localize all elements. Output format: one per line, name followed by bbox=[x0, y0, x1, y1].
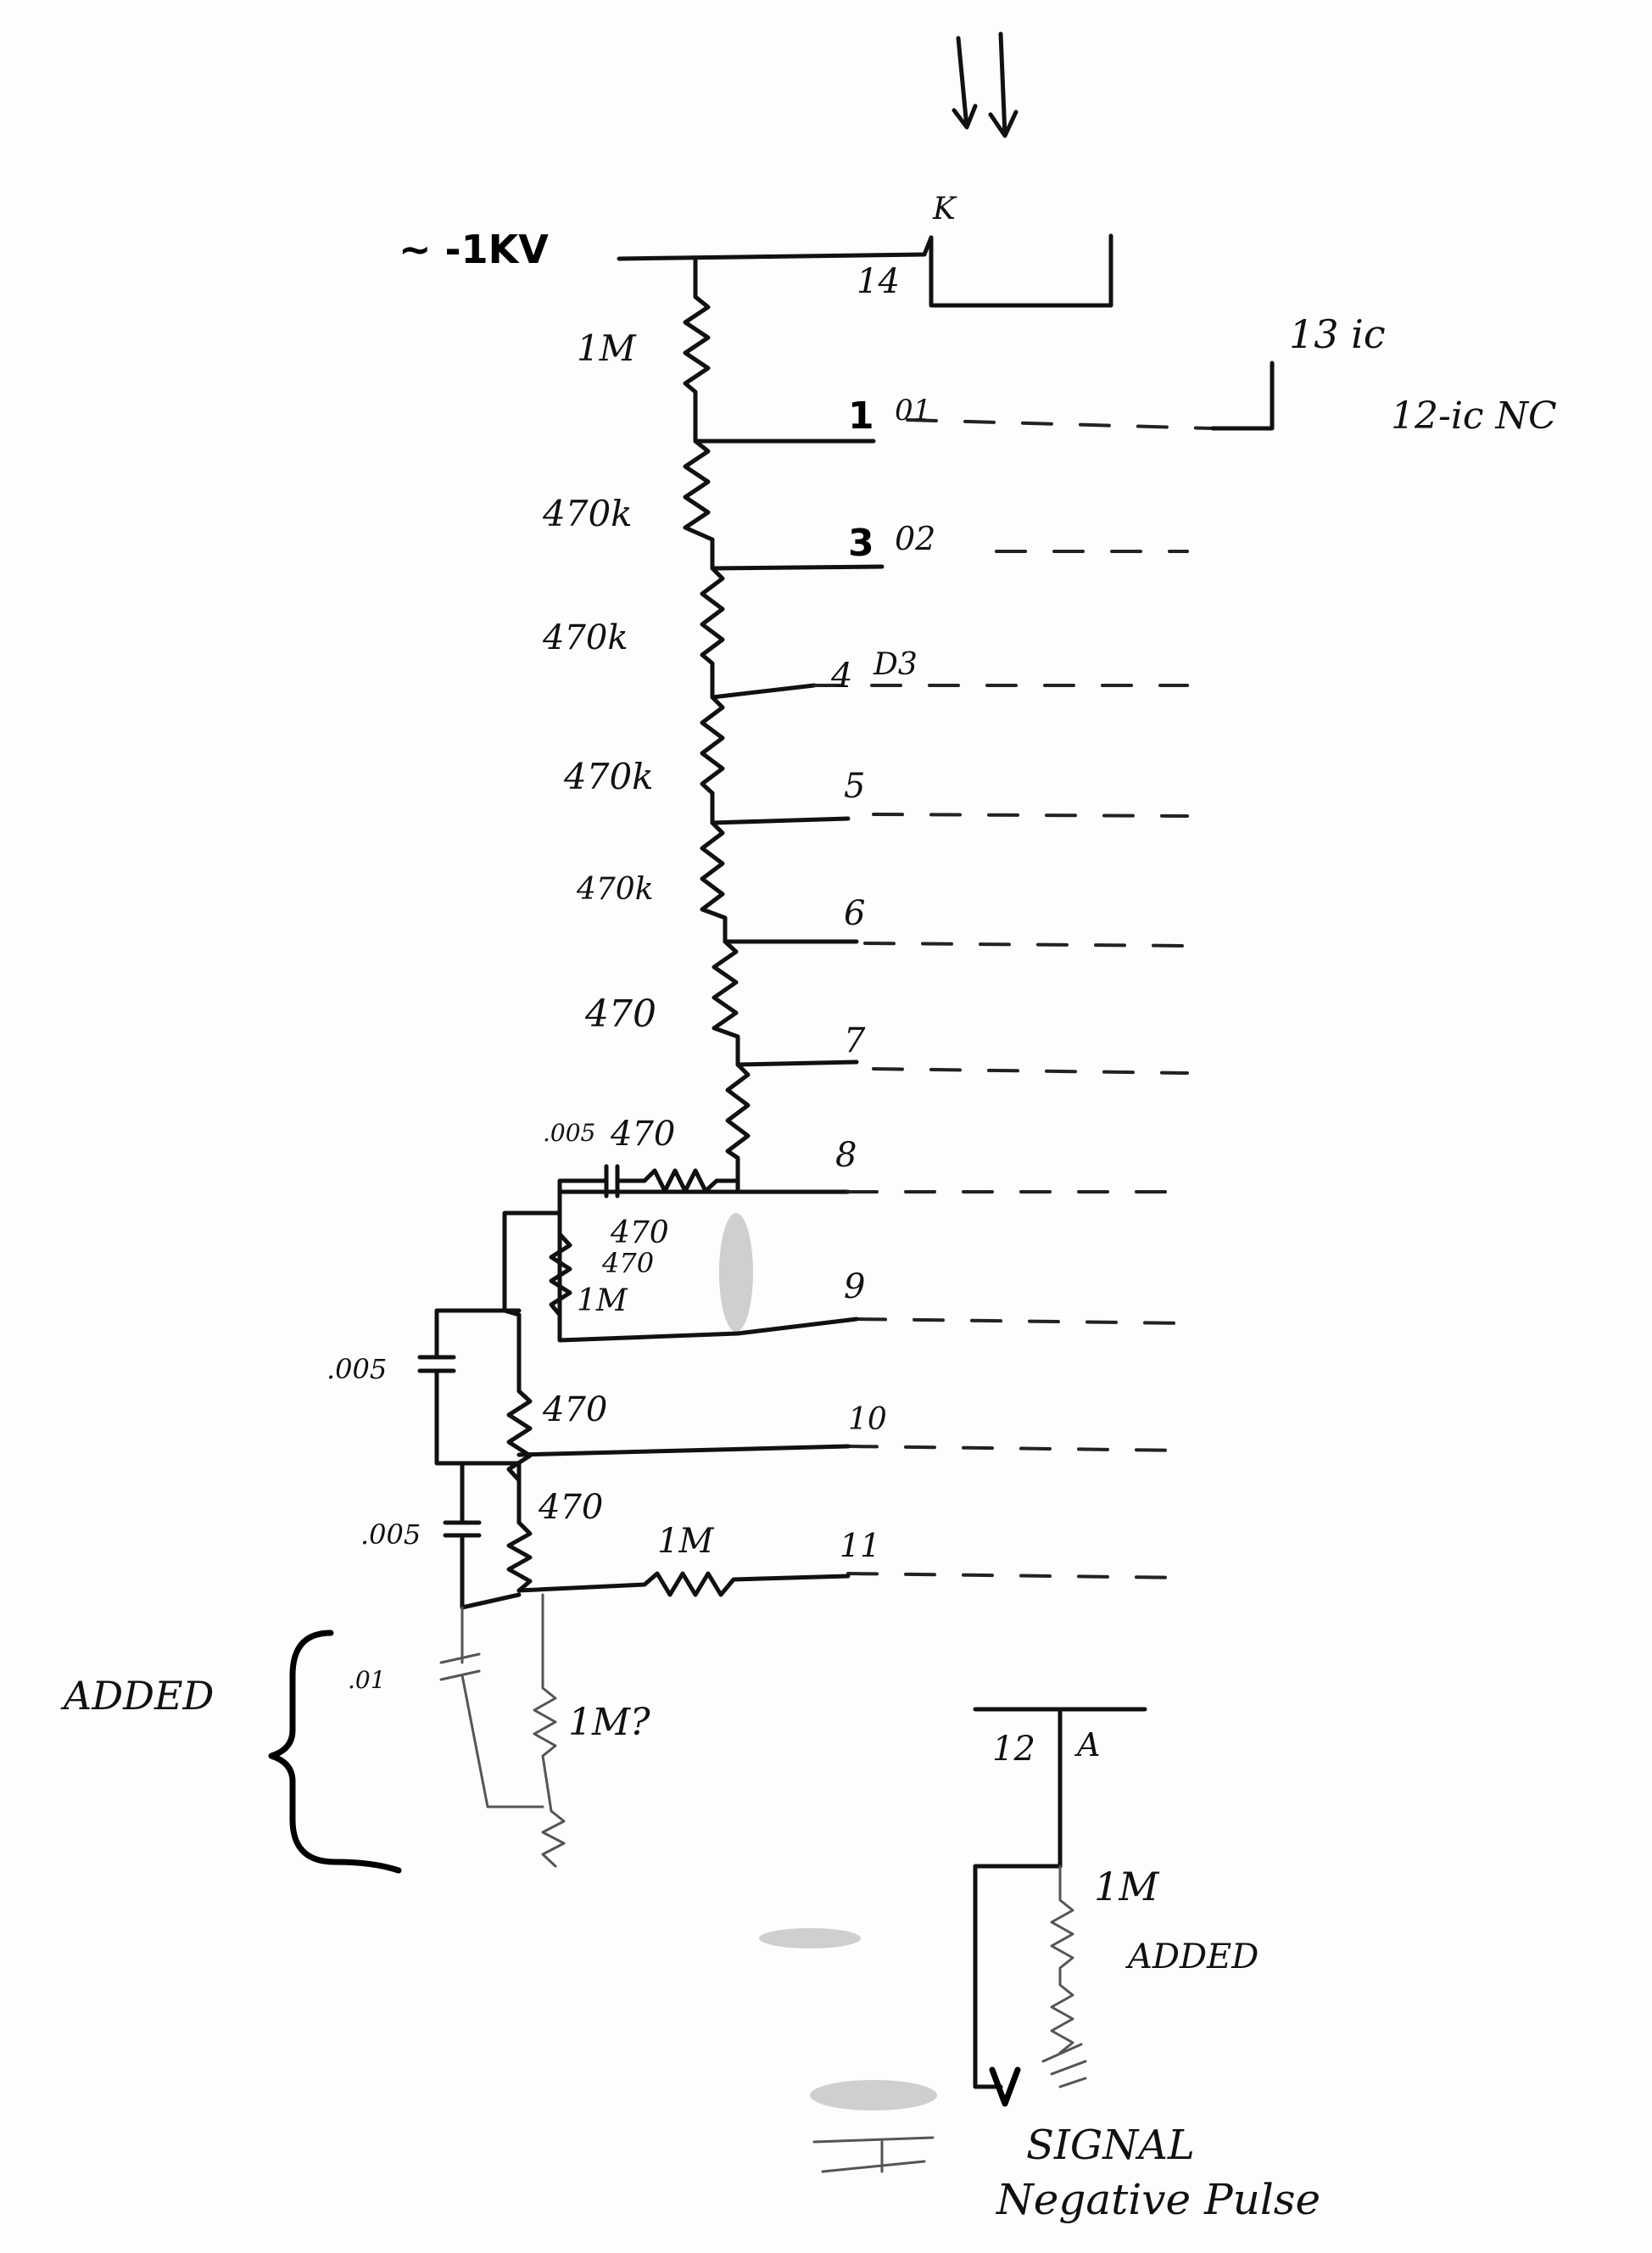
r10-label: 470 bbox=[542, 1390, 607, 1429]
tap-10 bbox=[516, 1444, 851, 1457]
r8-label: 470 bbox=[610, 1216, 669, 1250]
anode-wire bbox=[973, 1707, 1147, 1869]
smudge bbox=[719, 1213, 753, 1332]
resistor-chain bbox=[683, 256, 751, 1194]
tap-8-left bbox=[557, 1189, 740, 1199]
pin-6-num: 6 bbox=[844, 894, 865, 933]
cathode-bracket bbox=[922, 233, 1113, 308]
added-left-label: ADDED bbox=[60, 1673, 214, 1719]
left-bus bbox=[502, 1210, 562, 1317]
r3-label: 470k bbox=[542, 618, 628, 657]
dashed-line bbox=[855, 1317, 1189, 1325]
signal-arrow bbox=[989, 2066, 1021, 2107]
r11-label: 470 bbox=[538, 1488, 603, 1527]
resistor-470-11 bbox=[506, 1461, 533, 1593]
tap-5 bbox=[710, 816, 851, 825]
cap-005-a bbox=[417, 1308, 522, 1466]
added-brace bbox=[268, 1630, 402, 1874]
pin-4-tag: D3 bbox=[873, 647, 918, 682]
tap-4 bbox=[710, 683, 817, 700]
added-right-label: ADDED bbox=[1125, 1937, 1259, 1976]
dashed-line bbox=[846, 1572, 1189, 1579]
pin-8-num: 8 bbox=[835, 1136, 857, 1175]
signal-wire bbox=[973, 1864, 1063, 2089]
anode-mark: A bbox=[1074, 1726, 1100, 1764]
smudge bbox=[759, 1928, 861, 1948]
r2-label: 470k bbox=[542, 493, 633, 534]
pin-1-tag: 01 bbox=[895, 394, 931, 428]
dashed-line bbox=[846, 1445, 1189, 1452]
r6-label: 470 bbox=[584, 992, 656, 1036]
anode-pin: 12 bbox=[992, 1730, 1035, 1769]
resistor-1m-9 bbox=[549, 1232, 572, 1317]
r5-label: 470k bbox=[576, 872, 654, 907]
r4-label: 470k bbox=[563, 756, 654, 797]
light-arrow bbox=[988, 31, 1019, 138]
pin-3-tag: 02 bbox=[895, 520, 935, 557]
r12-label: 1M bbox=[657, 1522, 714, 1561]
r1-label: 1M bbox=[577, 327, 637, 369]
cap-470-parallel bbox=[557, 1164, 740, 1199]
resistor-470-10 bbox=[506, 1312, 533, 1517]
cap-005-b bbox=[443, 1461, 522, 1610]
pin-3-num: 3 bbox=[848, 522, 874, 565]
pin-1-num: 1 bbox=[848, 394, 874, 438]
pin-7-num: 7 bbox=[844, 1021, 866, 1060]
tap-9 bbox=[557, 1189, 859, 1343]
dashed-line bbox=[863, 942, 1189, 948]
r7-label: 470 bbox=[610, 1115, 675, 1154]
r8b-label: 470 bbox=[601, 1247, 654, 1279]
tap-3 bbox=[710, 564, 885, 571]
signal-label: SIGNAL bbox=[1026, 2122, 1195, 2169]
top-mark: K bbox=[932, 192, 957, 226]
ground-symbol bbox=[1041, 2043, 1087, 2088]
light-arrow bbox=[952, 36, 978, 130]
c4-label: .01 bbox=[348, 1666, 386, 1694]
c1-label: .005 bbox=[543, 1119, 595, 1147]
note-13ic: 13 ic bbox=[1289, 311, 1386, 357]
tap-7 bbox=[735, 1059, 859, 1067]
cathode-wire bbox=[617, 252, 927, 261]
anode-resistor-label: 1M bbox=[1094, 1864, 1160, 1909]
dashed-line bbox=[906, 418, 1214, 430]
pin13-bracket bbox=[1210, 361, 1275, 431]
c2-label: .005 bbox=[326, 1353, 387, 1385]
anode-resistor-added bbox=[1050, 1864, 1074, 2055]
pin-10-num: 10 bbox=[848, 1402, 887, 1437]
pin-9-num: 9 bbox=[844, 1267, 865, 1306]
pin-5-num: 5 bbox=[844, 767, 865, 806]
r9-label: 1M bbox=[577, 1283, 628, 1318]
pin-4-num: 4 bbox=[830, 657, 852, 696]
c3-label: .005 bbox=[360, 1518, 421, 1551]
resistor-1m-added bbox=[533, 1593, 566, 1868]
negative-pulse-label: Negative Pulse bbox=[996, 2175, 1320, 2224]
smudge bbox=[810, 2080, 937, 2110]
added-left-resistor: 1M? bbox=[568, 1701, 650, 1744]
note-12ic-nc: 12-ic NC bbox=[1391, 394, 1557, 438]
pin-14-label: 14 bbox=[857, 262, 900, 301]
pin-11-num: 11 bbox=[840, 1527, 880, 1564]
resistor-1m-11 bbox=[516, 1571, 851, 1597]
dashed-line bbox=[872, 1067, 1189, 1075]
dashed-line bbox=[872, 813, 1189, 818]
input-voltage-label: ~ -1KV bbox=[399, 226, 549, 272]
cap-01-added bbox=[439, 1606, 544, 1809]
scribble bbox=[812, 2136, 935, 2173]
